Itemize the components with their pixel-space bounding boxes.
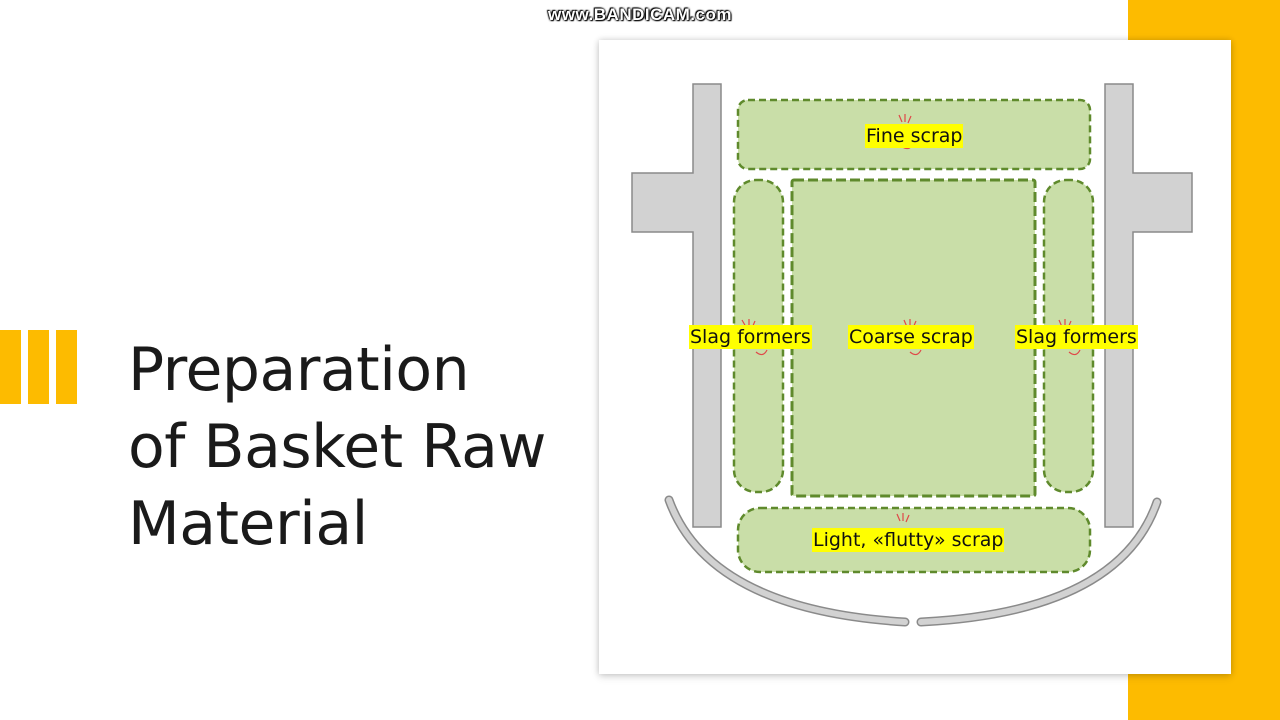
label-slag-formers-right: Slag formers [1015, 325, 1138, 349]
label-fine-scrap: Fine scrap [865, 124, 964, 148]
basket-shell-right-inner [918, 499, 1160, 625]
accent-stripe [28, 330, 49, 404]
slide-title-line: of Basket Raw [128, 412, 546, 482]
slide-title-line: Material [128, 489, 368, 559]
label-light-flutty-scrap: Light, «flutty» scrap [812, 528, 1005, 552]
red-marker-icon [741, 114, 1081, 523]
basket-wall-right [1104, 83, 1193, 528]
slide-title: Preparation of Basket Raw Material [128, 332, 568, 563]
bandicam-watermark: www.BANDICAM.com [548, 5, 732, 24]
basket-wall-left [631, 83, 722, 528]
basket-shell-left-inner [666, 497, 908, 625]
label-coarse-scrap: Coarse scrap [848, 325, 974, 349]
slide-title-line: Preparation [128, 335, 470, 405]
basket-diagram: Fine scrap Slag formers Coarse scrap Sla… [599, 40, 1231, 674]
accent-stripe [56, 330, 77, 404]
accent-stripe [0, 330, 21, 404]
label-slag-formers-left: Slag formers [689, 325, 812, 349]
